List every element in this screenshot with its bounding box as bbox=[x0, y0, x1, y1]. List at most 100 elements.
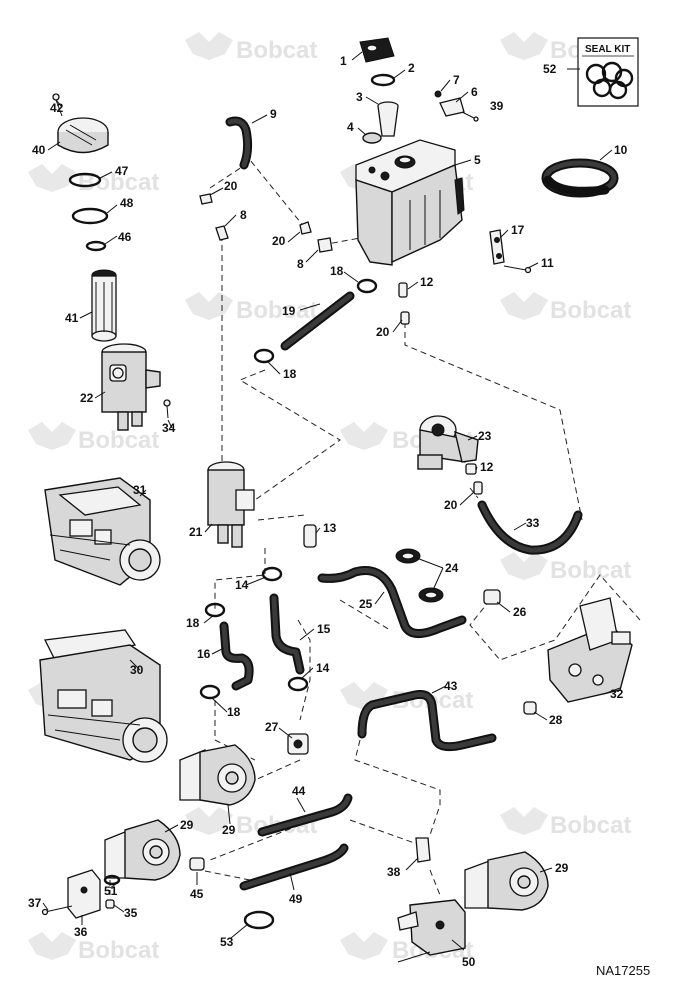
callout-1: 1 bbox=[340, 54, 347, 68]
callout-20-lower: 20 bbox=[376, 325, 390, 339]
callout-22: 22 bbox=[80, 391, 94, 405]
fitting-20-mid bbox=[299, 221, 312, 235]
bolt-35 bbox=[105, 899, 115, 909]
watermark-3: Bobcat bbox=[28, 164, 159, 196]
filter-cap-40 bbox=[57, 117, 109, 154]
callout-38: 38 bbox=[387, 865, 401, 879]
oring-46 bbox=[85, 240, 107, 252]
clamp-14-bottom bbox=[287, 676, 309, 692]
callout-17: 17 bbox=[511, 223, 525, 237]
bolt-42 bbox=[52, 93, 63, 117]
callout-30: 30 bbox=[130, 663, 144, 677]
plug-4 bbox=[362, 132, 382, 144]
control-valve-32 bbox=[547, 597, 633, 703]
strainer-3 bbox=[377, 101, 399, 137]
callout-39: 39 bbox=[490, 99, 504, 113]
dashed-connections bbox=[109, 159, 641, 896]
watermark-text: Bobcat bbox=[78, 427, 159, 454]
callout-6: 6 bbox=[471, 85, 478, 99]
callout-14-top: 14 bbox=[235, 578, 249, 592]
callout-26: 26 bbox=[513, 605, 527, 619]
callout-29-right: 29 bbox=[555, 861, 569, 875]
callout-18-bottom: 18 bbox=[283, 367, 297, 381]
callout-37: 37 bbox=[28, 896, 42, 910]
hose-49 bbox=[239, 843, 349, 891]
watermark-text: Bobcat bbox=[550, 812, 631, 839]
callout-2: 2 bbox=[408, 61, 415, 75]
valve-block-36 bbox=[67, 869, 101, 919]
callout-20-mid: 20 bbox=[272, 234, 286, 248]
hose-33 bbox=[477, 500, 583, 555]
callout-49: 49 bbox=[289, 892, 303, 906]
callout-52: 52 bbox=[543, 62, 557, 76]
fitting-13 bbox=[303, 524, 317, 548]
callout-14-bottom: 14 bbox=[316, 661, 330, 675]
callout-13: 13 bbox=[323, 521, 337, 535]
sight-gauge-7 bbox=[434, 90, 442, 98]
callout-25: 25 bbox=[359, 597, 373, 611]
oring-47 bbox=[68, 172, 102, 188]
callout-8-right: 8 bbox=[297, 257, 304, 271]
watermark-1: Bobcat bbox=[185, 32, 317, 64]
callout-40: 40 bbox=[32, 143, 46, 157]
seal-kit-title: SEAL KIT bbox=[585, 44, 630, 55]
callout-labels: 1 2 3 4 5 6 7 8 8 9 10 11 12 12 13 14 14… bbox=[28, 54, 628, 969]
watermark-7: Bobcat bbox=[28, 422, 159, 454]
callout-20-right: 20 bbox=[444, 498, 458, 512]
hose-15 bbox=[269, 593, 305, 675]
callout-29-left: 29 bbox=[180, 818, 194, 832]
callout-15: 15 bbox=[317, 622, 331, 636]
watermark-5: Bobcat bbox=[185, 292, 317, 324]
callout-53: 53 bbox=[220, 935, 234, 949]
callout-16: 16 bbox=[197, 647, 211, 661]
watermark-text: Bobcat bbox=[78, 937, 159, 964]
callout-27: 27 bbox=[265, 720, 279, 734]
hydrostatic-pump-31 bbox=[44, 477, 161, 586]
callout-44: 44 bbox=[292, 784, 306, 798]
oring-51 bbox=[103, 874, 121, 886]
callout-34: 34 bbox=[162, 421, 176, 435]
bolt-11 bbox=[503, 265, 532, 274]
hose-43 bbox=[357, 690, 497, 752]
callout-12-upper: 12 bbox=[420, 275, 434, 289]
fitting-8-right bbox=[317, 237, 333, 253]
bracket-6 bbox=[439, 97, 465, 117]
document-number: NA17255 bbox=[596, 963, 650, 978]
grommet-24-top bbox=[395, 548, 421, 564]
callout-23: 23 bbox=[478, 429, 492, 443]
callout-19: 19 bbox=[282, 304, 296, 318]
callout-31: 31 bbox=[133, 483, 147, 497]
fitting-20-right bbox=[473, 481, 483, 495]
callout-20-upper-left: 20 bbox=[224, 179, 238, 193]
fitting-20-upper-left bbox=[199, 193, 213, 205]
hose-10-coil bbox=[541, 158, 619, 198]
hose-25 bbox=[317, 566, 467, 638]
callout-42: 42 bbox=[50, 101, 64, 115]
bolt-39 bbox=[461, 111, 479, 122]
callout-18-low: 18 bbox=[227, 705, 241, 719]
fitting-12-upper bbox=[398, 282, 408, 298]
leader-lines bbox=[42, 51, 621, 951]
filter-element-41 bbox=[91, 269, 117, 342]
fitting-8-left bbox=[215, 225, 229, 241]
clamp-53 bbox=[243, 910, 275, 930]
callout-18-mid: 18 bbox=[186, 616, 200, 630]
oring-48 bbox=[71, 207, 109, 225]
watermark-12: Bobcat bbox=[500, 807, 631, 839]
watermark-text: Bobcat bbox=[550, 557, 631, 584]
fitting-27 bbox=[287, 733, 309, 755]
watermark-text: Bobcat bbox=[236, 37, 317, 64]
clamp-14-top bbox=[261, 566, 283, 582]
callout-4: 4 bbox=[347, 120, 354, 134]
reservoir-tank-5 bbox=[355, 139, 465, 266]
watermark-text: Bobcat bbox=[236, 297, 317, 324]
grommet-24-bottom bbox=[418, 587, 444, 603]
callout-9: 9 bbox=[270, 107, 277, 121]
hose-9 bbox=[225, 116, 253, 170]
pump-23 bbox=[417, 415, 479, 470]
breather-cap-1 bbox=[359, 37, 395, 63]
callout-41: 41 bbox=[65, 311, 79, 325]
clamp-18-top bbox=[356, 278, 378, 294]
watermark-6: Bobcat bbox=[500, 292, 631, 324]
